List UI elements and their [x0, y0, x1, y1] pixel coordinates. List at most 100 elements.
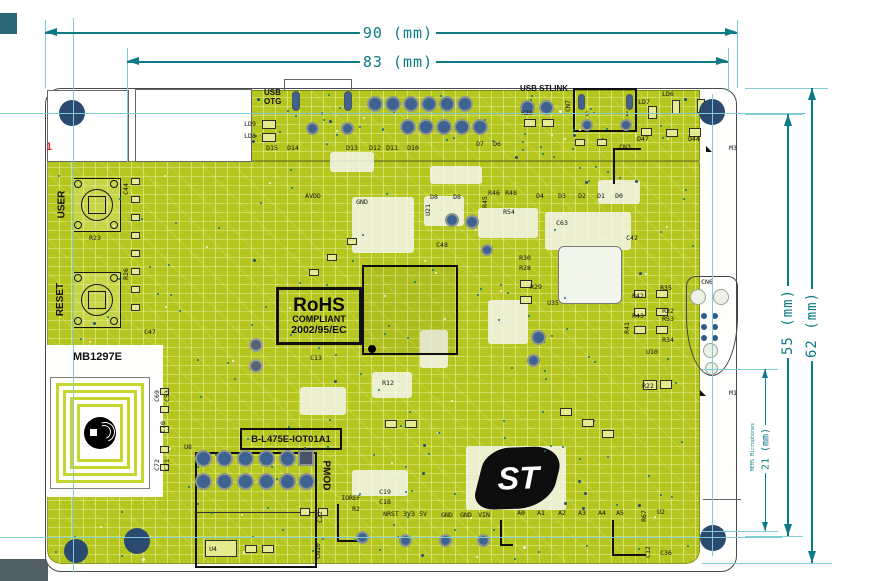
button-mount-pin: [74, 274, 82, 282]
via-dot: [359, 125, 362, 128]
smd-component: [656, 326, 668, 334]
refdes-label: 5V: [419, 509, 427, 518]
refdes-label: C44: [121, 183, 130, 195]
mounting-hole: [124, 528, 150, 554]
refdes-label: R67: [639, 510, 648, 522]
refdes-label: R2: [352, 504, 360, 513]
refdes-label: R54: [503, 207, 515, 216]
refdes-label: R46: [488, 188, 500, 197]
via-dot: [328, 418, 331, 421]
smd-component: [262, 545, 274, 553]
pcb-pad: [215, 472, 233, 490]
copper-clearance: [545, 212, 631, 250]
via-dot: [112, 224, 115, 227]
via-dot: [506, 291, 509, 294]
via-dot: [287, 110, 290, 113]
pcb-pad: [439, 96, 455, 112]
via-dot: [178, 310, 181, 313]
smd-component: [309, 269, 319, 276]
pcb-pad: [340, 121, 354, 135]
refdes-label: D47: [637, 134, 649, 143]
via-dot: [327, 94, 330, 97]
copper-clearance: [372, 372, 412, 398]
mount-ref-marker-icon: [706, 146, 712, 152]
button-mount-pin: [74, 180, 82, 188]
dimension-21mm-label: 21 (mm): [760, 424, 772, 474]
refdes-label: U21: [423, 204, 432, 216]
via-dot: [452, 137, 455, 139]
usb-otg-label-line2: OTG: [264, 97, 282, 106]
smd-component: [131, 268, 140, 275]
via-dot: [527, 315, 530, 318]
via-dot: [323, 119, 326, 122]
rohs-mark: RoHS COMPLIANT 2002/95/EC: [276, 287, 362, 345]
via-dot: [639, 272, 643, 276]
pmod-divider-line: [196, 512, 316, 513]
via-dot: [352, 156, 355, 159]
smd-component: [160, 388, 169, 395]
refdes-label: C48: [436, 240, 448, 249]
dimension-90mm-label: 90 (mm): [359, 24, 437, 42]
button-mount-pin: [110, 180, 118, 188]
smd-component: [405, 420, 417, 428]
via-dot: [326, 142, 329, 145]
via-dot: [381, 128, 384, 131]
pcb-pad: [713, 289, 729, 305]
via-dot: [544, 378, 547, 381]
pcb-pad: [701, 324, 707, 330]
pcb-pad: [620, 119, 632, 131]
smd-component: [347, 238, 357, 245]
refdes-label: R23: [89, 233, 101, 242]
refdes-label: D8: [453, 192, 461, 201]
smd-component: [262, 133, 276, 142]
refdes-label: D6: [493, 139, 501, 148]
refdes-label: R20: [521, 110, 533, 117]
refdes-label: C70: [158, 421, 167, 433]
via-dot: [553, 229, 556, 232]
via-dot: [660, 124, 663, 127]
copper-clearance: [598, 180, 640, 204]
via-dot: [660, 230, 663, 233]
pcb-pad: [278, 449, 296, 467]
via-dot: [521, 141, 524, 144]
via-dot: [295, 115, 298, 118]
via-dot: [289, 307, 292, 310]
pmod-label: PMOD: [320, 460, 332, 491]
via-dot: [584, 180, 588, 184]
via-dot: [156, 293, 159, 296]
reset-button-plunger: [88, 291, 106, 309]
via-dot: [117, 278, 120, 281]
via-dot: [491, 140, 494, 142]
via-dot: [422, 471, 426, 475]
via-dot: [399, 425, 402, 428]
via-dot: [326, 143, 329, 146]
refdes-label: D1: [597, 191, 605, 200]
via-dot: [299, 281, 302, 284]
via-dot: [424, 259, 427, 262]
via-dot: [550, 444, 553, 447]
pcb-pad: [418, 119, 434, 135]
button-mount-pin: [74, 221, 82, 229]
via-dot: [499, 283, 502, 286]
via-dot: [362, 233, 365, 236]
via-dot: [257, 97, 261, 101]
refdes-label: A4: [598, 508, 606, 517]
via-dot: [384, 333, 387, 336]
via-dot: [618, 177, 621, 180]
via-dot: [550, 134, 553, 137]
via-dot: [582, 507, 586, 511]
smd-component: [634, 308, 646, 316]
via-dot: [644, 272, 647, 275]
reset-button-cap: [81, 284, 113, 316]
smd-component: [131, 196, 140, 203]
rohs-line2: COMPLIANT: [292, 313, 346, 324]
via-dot: [476, 556, 479, 559]
pcb-pad: [298, 450, 314, 466]
refdes-label: U10: [646, 347, 658, 356]
pcb-pad: [278, 472, 296, 490]
smd-component: [582, 419, 594, 427]
via-dot: [336, 134, 339, 137]
via-dot: [242, 551, 246, 555]
refdes-label: D0: [615, 191, 623, 200]
mount-ref-marker-icon: [700, 390, 706, 396]
